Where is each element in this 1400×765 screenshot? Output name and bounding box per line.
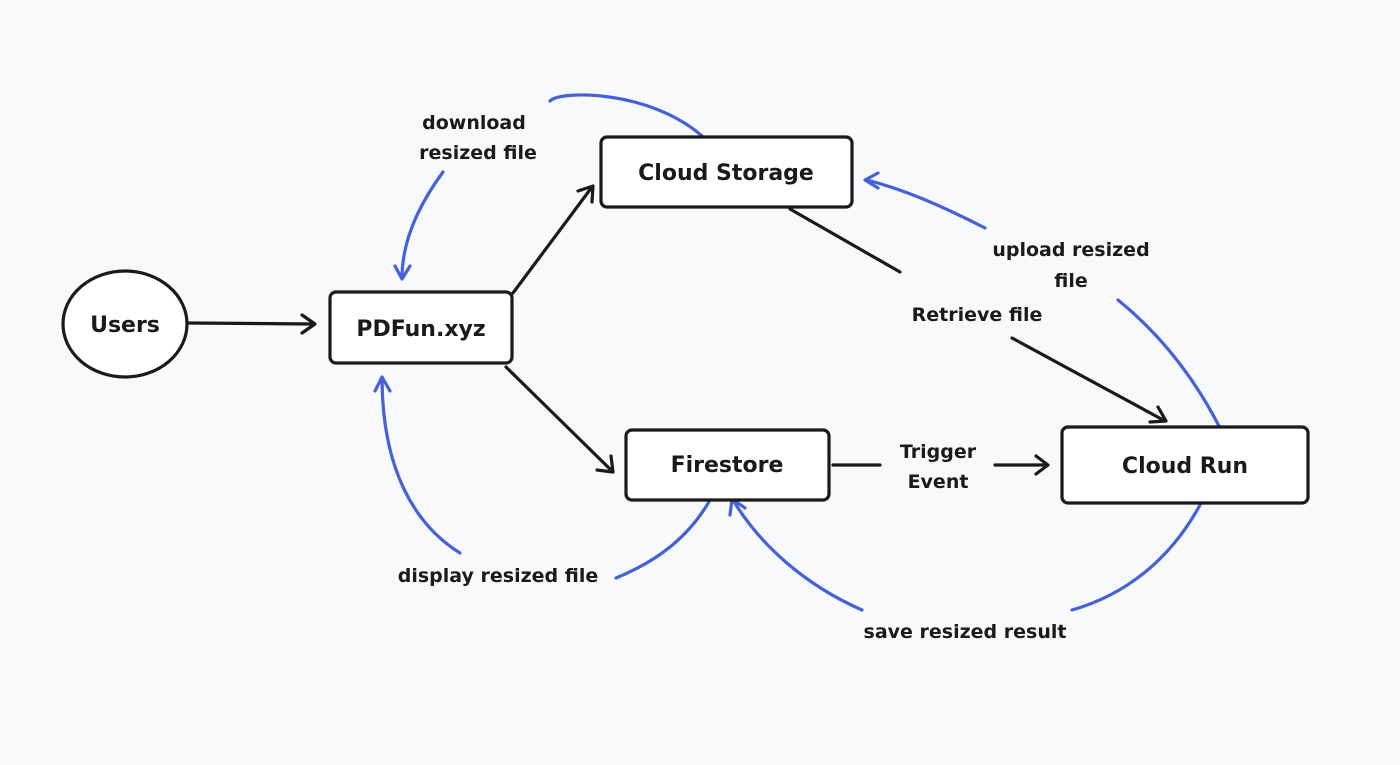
edge-save-resized-result	[731, 498, 1202, 612]
label-upload-resized-file: upload resized file	[992, 239, 1149, 292]
node-users-label: Users	[90, 313, 160, 338]
node-pdfun: PDFun.xyz	[328, 290, 514, 365]
label-trigger-line-2: Event	[908, 471, 969, 493]
edge-pdfun-to-firestore	[504, 365, 614, 473]
label-download-line-2: resized file	[419, 142, 537, 164]
node-firestore-label: Firestore	[671, 453, 784, 478]
edge-upload-resized-file-head	[863, 171, 880, 190]
node-firestore: Firestore	[624, 428, 831, 502]
label-retrieve-line-1: Retrieve file	[912, 304, 1043, 326]
edge-display-resized-file	[380, 375, 712, 580]
edge-pdfun-to-cloud-storage-head	[576, 184, 595, 204]
label-upload-line-2: file	[1054, 270, 1087, 292]
edge-pdfun-to-cloud-storage	[511, 185, 594, 295]
label-download-line-1: download	[422, 112, 526, 134]
node-users: Users	[61, 269, 189, 379]
node-cloud-storage-label: Cloud Storage	[638, 161, 814, 186]
label-save-resized-result: save resized result	[864, 621, 1067, 643]
edge-display-resized-file-head	[373, 375, 392, 393]
label-trigger-line-1: Trigger	[900, 441, 977, 463]
node-pdfun-label: PDFun.xyz	[356, 317, 485, 342]
edge-download-resized-file	[400, 93, 704, 280]
edge-cloud-storage-to-cloud-run	[788, 207, 1167, 423]
edge-download-resized-file-head	[393, 264, 412, 281]
label-display-resized-file: display resized file	[398, 565, 599, 587]
edge-firestore-to-cloud-run-head	[1034, 454, 1050, 476]
node-cloud-run: Cloud Run	[1060, 425, 1310, 505]
edge-users-to-pdfun-head	[300, 313, 317, 335]
label-download-resized-file: download resized file	[419, 112, 537, 164]
edge-cloud-storage-to-cloud-run-head	[1148, 405, 1168, 424]
edge-pdfun-to-firestore-head	[595, 454, 615, 474]
node-cloud-storage: Cloud Storage	[599, 135, 854, 209]
label-display-line-1: display resized file	[398, 565, 599, 587]
node-cloud-run-label: Cloud Run	[1122, 454, 1248, 479]
label-trigger-event: Trigger Event	[900, 441, 977, 493]
label-save-line-1: save resized result	[864, 621, 1067, 643]
edge-users-to-pdfun	[186, 321, 315, 326]
label-retrieve-file: Retrieve file	[912, 304, 1043, 326]
label-upload-line-1: upload resized	[992, 239, 1149, 261]
edge-upload-resized-file	[865, 178, 1221, 428]
